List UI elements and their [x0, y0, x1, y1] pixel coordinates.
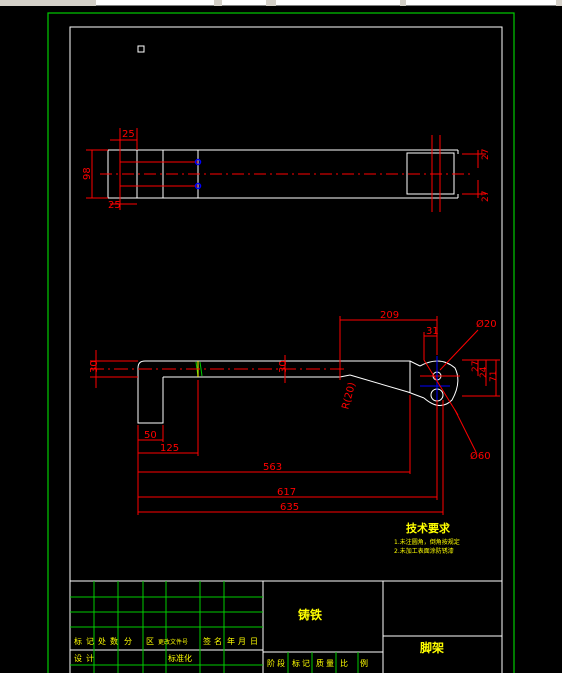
dim-top-25-lower: 25: [108, 200, 121, 211]
front-view: [90, 316, 500, 515]
tb-cell: 分: [124, 637, 132, 646]
title-part-name: 脚架: [420, 640, 444, 655]
tb-cell: 计: [86, 653, 94, 663]
tech-req-heading: 技术要求: [406, 521, 451, 535]
dim-r20: R(20): [340, 381, 358, 410]
dim-563: 563: [263, 462, 282, 473]
tech-req-item-2: 2.未加工表面涂防锈漆: [394, 547, 454, 555]
tech-req-item-1: 1.未注圆角，倒角按规定: [394, 538, 460, 546]
tb-cell: 记: [302, 659, 310, 668]
top-view: [86, 128, 486, 212]
dim-24: 24: [479, 366, 489, 378]
tb-cell: 签: [203, 636, 211, 646]
dim-front-30-left: 30: [89, 360, 100, 373]
dim-71: 71: [489, 371, 499, 382]
dim-50: 50: [144, 430, 157, 441]
toolbar-field-2[interactable]: [222, 0, 266, 6]
window-toolbar-strip: [0, 0, 562, 6]
toolbar-field-1[interactable]: [96, 0, 214, 6]
title-design-row: 设 计 标准化: [74, 653, 192, 663]
dim-top-25-upper: 25: [122, 129, 135, 140]
tb-cell: 更改文件号: [158, 638, 188, 646]
toolbar-field-3[interactable]: [276, 0, 400, 6]
tb-cell: 标准化: [168, 653, 192, 663]
dim-phi20: Ø20: [476, 318, 497, 330]
title-block: [70, 580, 502, 673]
tb-cell: 日: [250, 637, 258, 646]
tb-cell: 量: [326, 659, 334, 668]
tb-cell: 记: [86, 637, 94, 646]
dim-phi60: Ø60: [470, 450, 491, 462]
toolbar-field-4[interactable]: [406, 0, 556, 6]
tb-cell: 阶: [267, 658, 275, 668]
title-material: 铸铁: [298, 607, 322, 622]
dim-31: 31: [426, 326, 439, 337]
title-stage-row: 阶 段 标 记 质 量 比 例: [267, 658, 368, 668]
dim-front-30-mid: 30: [278, 360, 289, 373]
dim-top-right-lower: 27: [481, 191, 491, 202]
title-change-row: 标 记 处 数 分 区 更改文件号 签 名 年 月 日: [74, 636, 258, 646]
tb-cell: 标: [292, 658, 300, 668]
tb-cell: 处: [98, 636, 106, 646]
tb-cell: 例: [360, 658, 368, 668]
inner-frame: [69, 26, 503, 673]
tb-cell: 设: [74, 653, 82, 663]
dim-635: 635: [280, 502, 299, 513]
tb-cell: 数: [110, 636, 118, 646]
tb-cell: 标: [74, 636, 82, 646]
tb-cell: 质: [316, 658, 324, 668]
dim-27: 27: [471, 361, 481, 372]
tb-cell: 名: [214, 636, 222, 646]
dim-209: 209: [380, 310, 399, 321]
dim-top-98: 98: [82, 167, 93, 180]
tb-cell: 比: [340, 658, 348, 668]
dim-top-right-upper: 27: [481, 149, 491, 160]
outer-frame: [47, 12, 515, 673]
cursor-pickbox[interactable]: [137, 45, 145, 53]
tb-cell: 段: [277, 658, 285, 668]
tb-cell: 月: [238, 637, 246, 646]
tb-cell: 区: [146, 637, 154, 646]
dim-617: 617: [277, 487, 296, 498]
dim-125: 125: [160, 443, 179, 454]
tb-cell: 年: [227, 636, 235, 646]
